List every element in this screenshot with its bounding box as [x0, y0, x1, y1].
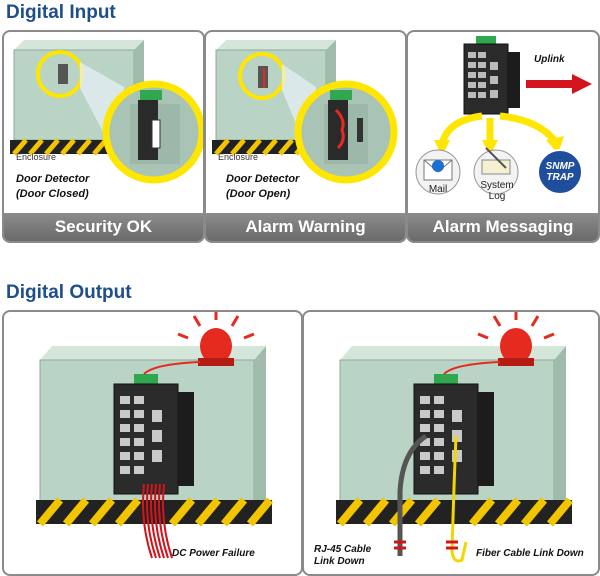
rj45-line-2: Link Down — [314, 556, 365, 567]
snmp-line-2: TRAP — [546, 172, 574, 183]
panel-dc-power-failure: DC Power Failure — [2, 310, 303, 576]
rj45-line-1: RJ-45 Cable — [314, 544, 372, 555]
door-detector-label: Door Detector (Door Closed) — [16, 172, 89, 202]
digital-input-title: Digital Input — [6, 2, 116, 23]
syslog-line-2: Log — [488, 191, 506, 202]
rj45-cable-link-down-label: RJ-45 Cable Link Down — [314, 544, 371, 568]
panel-cable-link-down: RJ-45 Cable Link Down Fiber Cable Link D… — [302, 310, 600, 576]
cable-link-down-illustration — [336, 312, 574, 563]
detector-line-1: Door Detector — [226, 173, 300, 185]
alarm-messaging-illustration — [415, 36, 592, 195]
caption-alarm-messaging: Alarm Messaging — [408, 213, 598, 241]
caption-alarm-warning: Alarm Warning — [206, 213, 405, 241]
panel-alarm-warning: Enclosure Door Detector (Door Open) Alar… — [204, 30, 407, 243]
panel-alarm-messaging: Uplink Mail System Log SNMP TRAP Alarm M… — [406, 30, 600, 243]
panel-security-ok: Enclosure Door Detector (Door Closed) Se… — [2, 30, 205, 243]
enclosure-open-illustration — [212, 40, 398, 184]
enclosure-label: Enclosure — [16, 152, 57, 162]
detector-line-2: (Door Open) — [226, 188, 291, 200]
enclosure-closed-illustration — [10, 40, 203, 184]
mail-label: Mail — [428, 184, 448, 195]
fiber-cable-link-down-label: Fiber Cable Link Down — [476, 548, 584, 559]
uplink-label: Uplink — [534, 54, 565, 65]
caption-security-ok: Security OK — [4, 213, 203, 241]
syslog-line-1: System — [480, 180, 514, 191]
system-log-label: System Log — [480, 180, 514, 202]
dc-power-failure-illustration — [36, 312, 274, 559]
detector-line-1: Door Detector — [16, 173, 90, 185]
detector-line-2: (Door Closed) — [16, 188, 89, 200]
enclosure-label: Enclosure — [218, 152, 259, 162]
door-detector-label: Door Detector (Door Open) — [226, 172, 299, 202]
snmp-trap-label: SNMP TRAP — [544, 161, 576, 183]
snmp-line-1: SNMP — [545, 161, 575, 172]
dc-power-failure-label: DC Power Failure — [172, 548, 255, 559]
digital-output-title: Digital Output — [6, 282, 132, 303]
